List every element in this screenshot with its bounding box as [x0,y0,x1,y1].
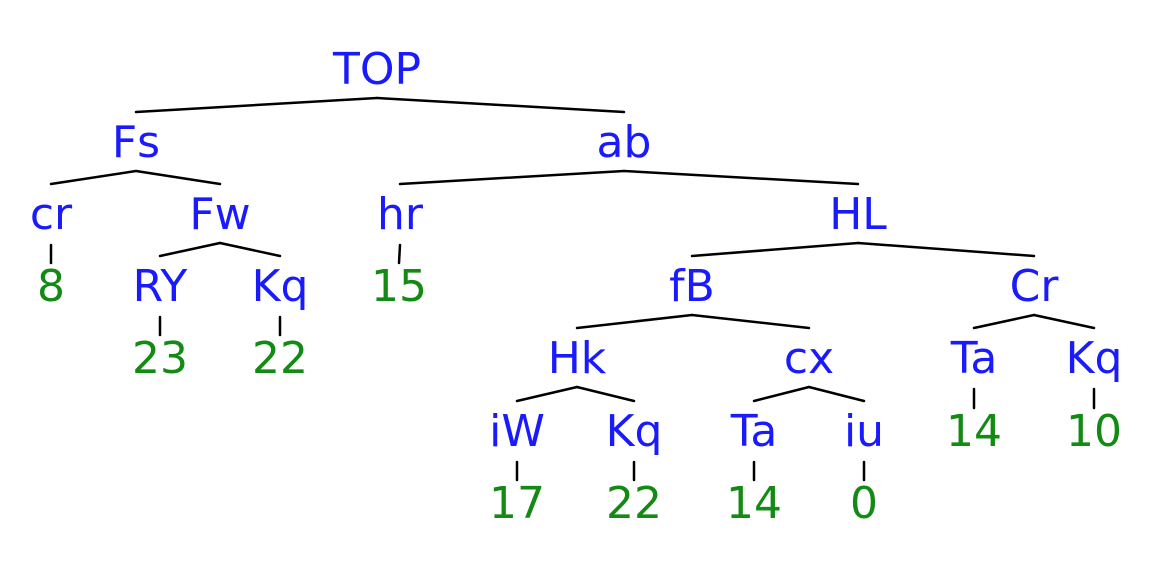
tree-edge [398,169,626,186]
tree-edge [134,169,222,186]
category-node-label: Cr [1010,261,1060,312]
tree-edge [1032,313,1096,330]
leaf-value-label: 8 [37,261,65,312]
category-node-label: Ta [950,333,998,384]
tree-edge [158,241,222,258]
category-node-label: Fs [112,117,160,168]
category-node-label: cx [784,333,834,384]
category-node-label: Kq [1066,333,1123,384]
tree-edge [807,385,866,403]
category-node-label: RY [133,261,188,312]
category-node-label: cr [30,189,73,240]
tree-edge [690,313,811,330]
leaf-value-label: 10 [1066,406,1122,457]
category-node-label: hr [377,189,424,240]
tree-edge-tick [397,243,402,265]
tree-edge [575,313,694,330]
tree-edge [515,385,579,403]
category-node-label: ab [597,117,652,168]
category-node-label: Fw [189,189,250,240]
leaf-value-label: 15 [371,261,427,312]
leaf-value-label: 14 [726,478,782,529]
category-node-label: Ta [730,406,778,457]
tree-edge [690,241,860,258]
leaf-value-label: 23 [132,333,188,384]
category-node-label: iu [844,406,884,457]
category-node-label: iW [489,406,545,457]
tree-edge [49,169,138,186]
category-node-label: HL [829,189,887,240]
category-node-label: Kq [606,406,663,457]
tree-edge [622,169,860,186]
leaf-value-label: 0 [850,478,878,529]
leaf-value-label: 22 [606,478,662,529]
tree-edge [218,241,282,258]
category-node-label: TOP [332,44,421,95]
leaf-value-label: 17 [489,478,545,529]
tree-edge [972,313,1036,330]
category-node-label: fB [669,261,715,312]
tree-edge [856,241,1036,258]
tree-edge [134,96,379,114]
tree-edge [752,385,811,403]
category-node-label: Kq [252,261,309,312]
tree-edges [49,96,1096,482]
tree-edge [375,96,626,114]
category-node-label: Hk [548,333,607,384]
tree-edge [575,385,636,403]
leaf-value-label: 14 [946,406,1002,457]
leaf-value-label: 22 [252,333,308,384]
